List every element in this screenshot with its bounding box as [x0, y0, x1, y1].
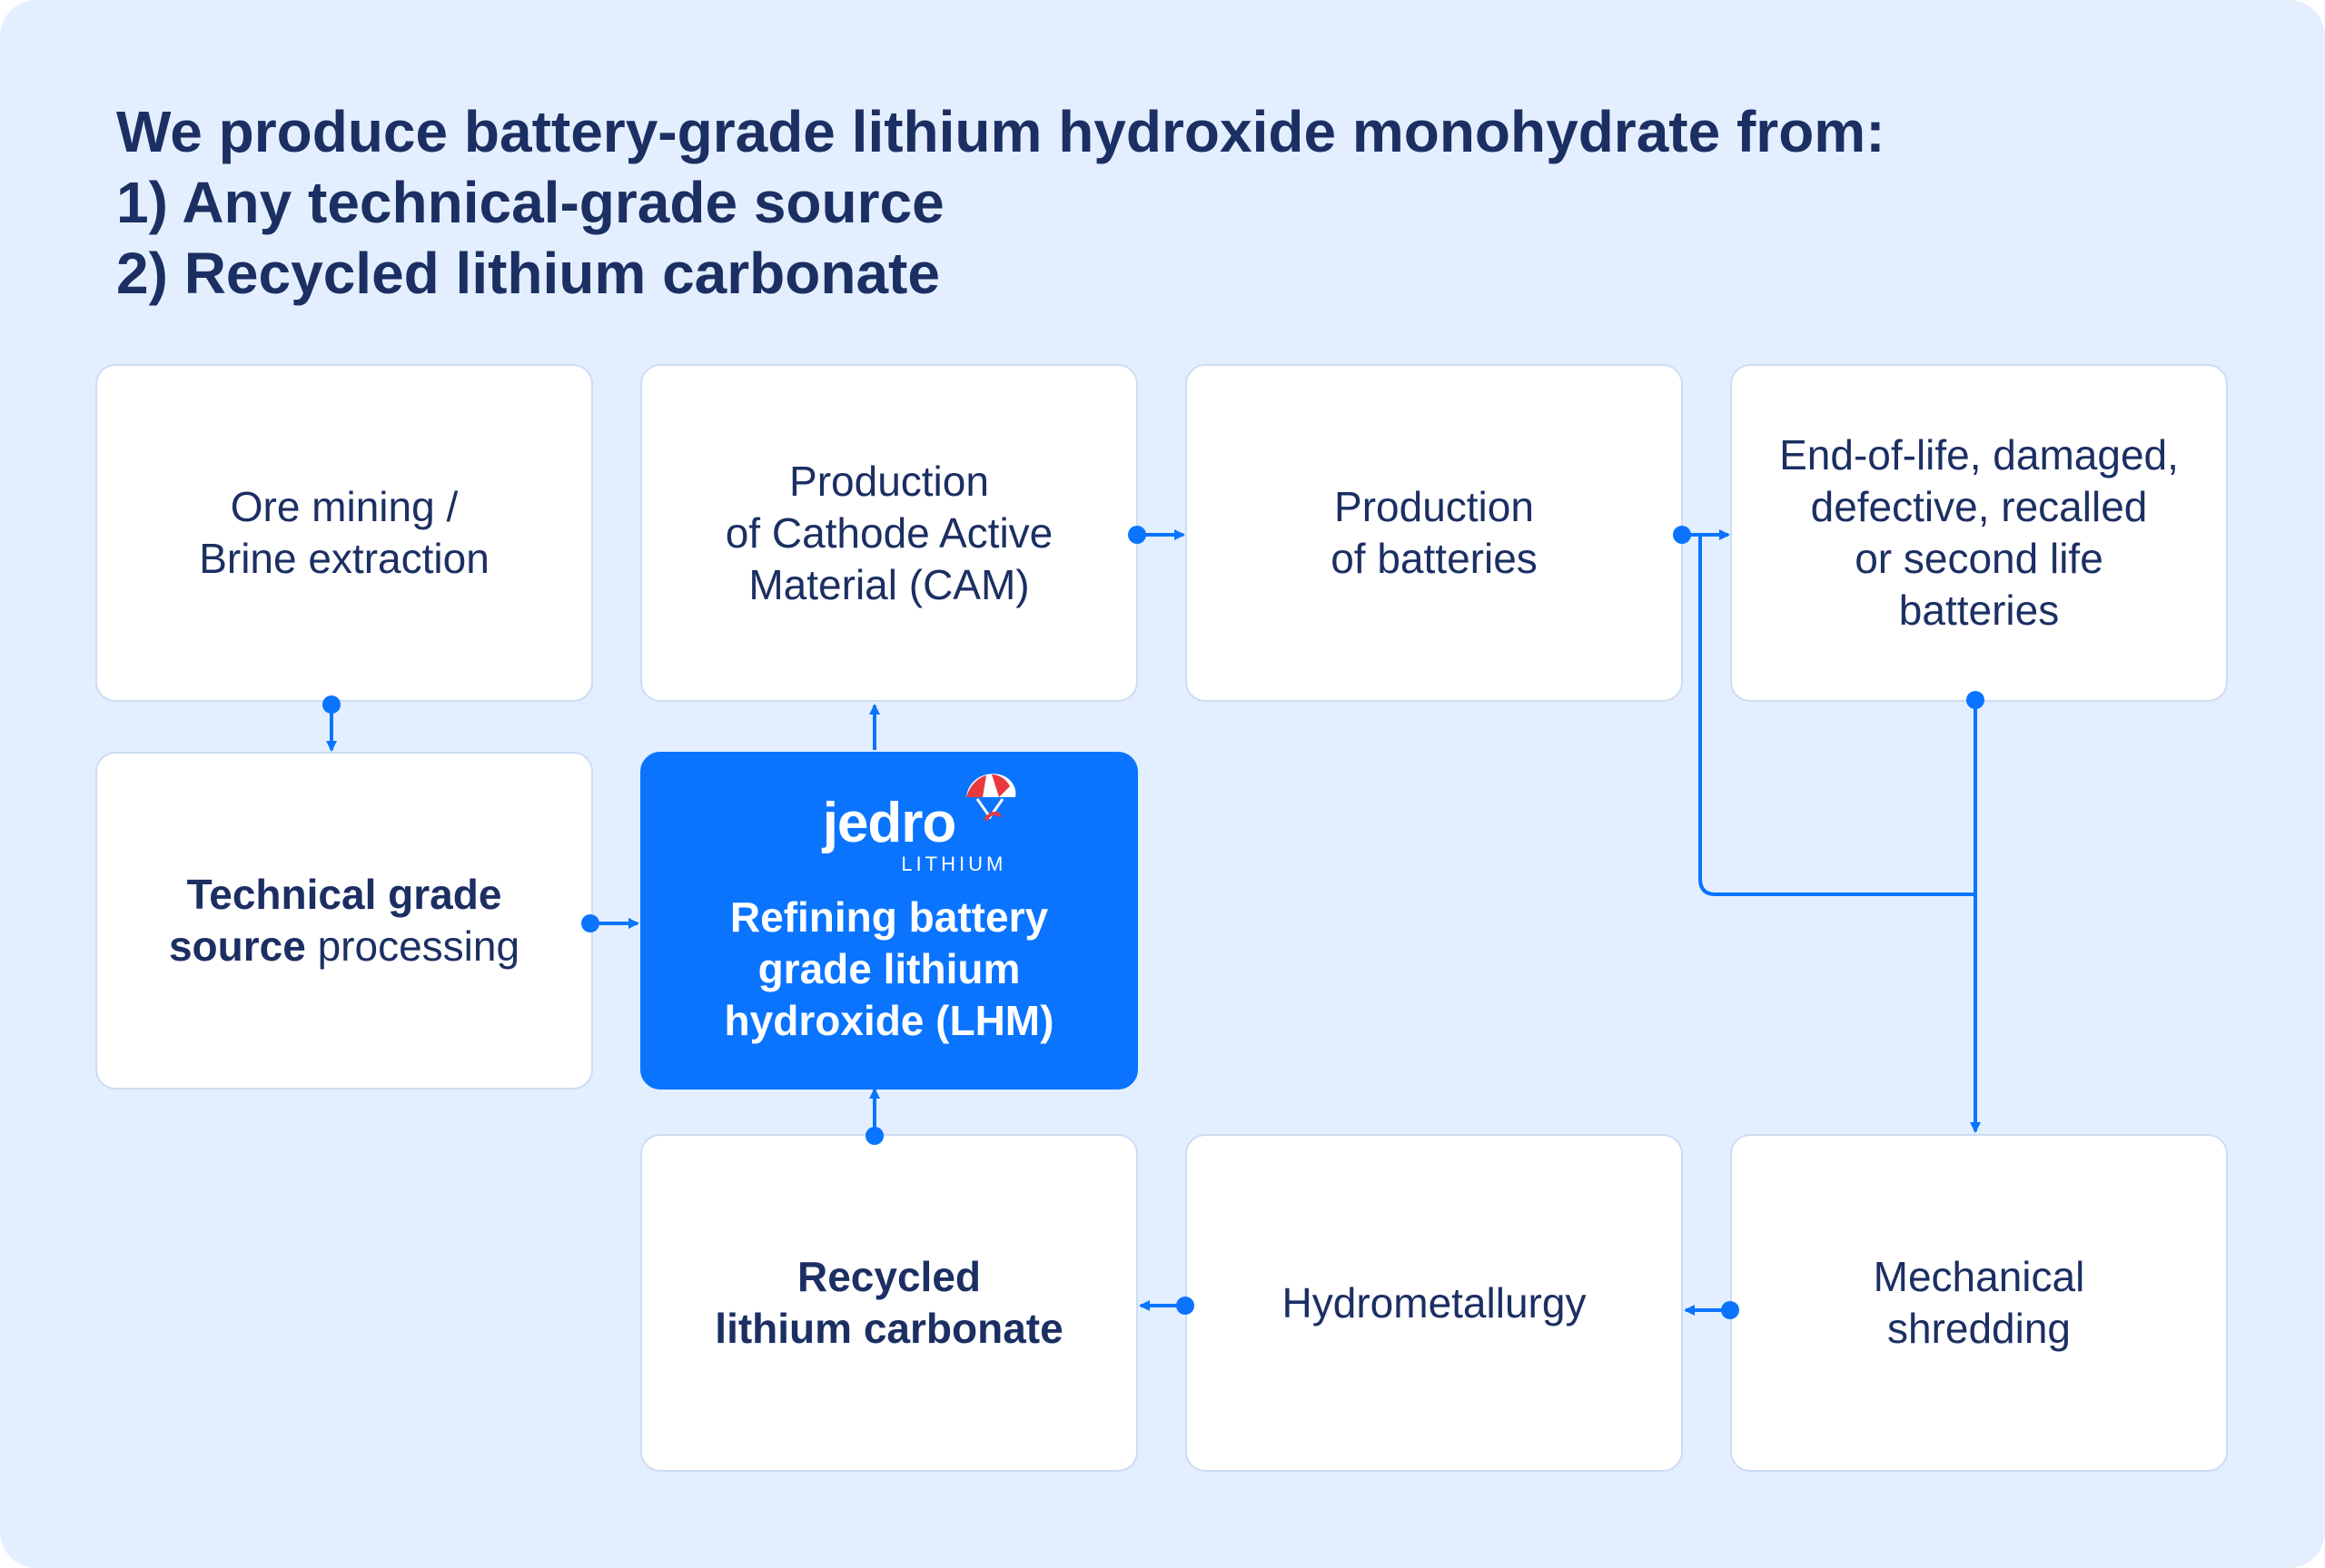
logo-subtitle: LITHIUM [901, 852, 1007, 875]
connector-dot-technical [581, 914, 599, 932]
node-technical-normal-2: processing [305, 922, 520, 970]
node-eol-line-1: End-of-life, damaged, [1779, 431, 2179, 478]
connector-dot-eol [1966, 691, 1984, 709]
connector-dot-ore [322, 695, 341, 714]
node-refining-line-3: hydroxide (LHM) [724, 996, 1054, 1044]
parachute-logo-icon [966, 773, 1016, 821]
connector-dot-batteries [1673, 526, 1691, 544]
node-cam-line-3: Material (CAM) [748, 560, 1030, 608]
connector-dot-hydrometallurgy [1176, 1297, 1194, 1315]
node-hydrometallurgy: Hydrometallurgy [1185, 1134, 1683, 1472]
title-line-1: We produce battery-grade lithium hydroxi… [116, 99, 1885, 164]
node-batteries-line-1: Production [1334, 483, 1534, 530]
node-mechanical-shredding: Mechanical shredding [1730, 1134, 2228, 1472]
node-ore-mining: Ore mining / Brine extraction [95, 364, 593, 702]
node-technical-bold-1: Technical grade [186, 871, 502, 918]
connector-dot-shredding [1721, 1301, 1739, 1319]
title-line-3: 2) Recycled lithium carbonate [116, 241, 940, 306]
node-technical-bold-2: source [168, 922, 306, 970]
node-eol-line-4: batteries [1898, 587, 2060, 634]
title-line-2: 1) Any technical-grade source [116, 170, 945, 235]
logo-wordmark: jedro [822, 791, 957, 854]
node-cam-line-1: Production [789, 457, 989, 505]
node-refining-line-1: Refining battery [729, 892, 1049, 941]
node-eol-line-2: defective, recalled [1810, 483, 2148, 530]
page-title: We produce battery-grade lithium hydroxi… [116, 96, 1885, 309]
connector-batteries-to-shredding-branch [1698, 535, 1975, 896]
node-battery-production: Production of batteries [1185, 364, 1683, 702]
node-batteries-line-2: of batteries [1331, 535, 1538, 582]
node-eol-line-3: or second life [1855, 535, 2103, 582]
node-ore-mining-line-1: Ore mining / [230, 483, 459, 530]
node-refining-line-2: grade lithium [757, 944, 1021, 992]
node-hydro-line-1: Hydrometallurgy [1281, 1278, 1587, 1326]
jedro-lithium-logo: jedro LITHIUM [822, 773, 1016, 875]
node-recycled-line-1: Recycled [796, 1253, 981, 1300]
node-ore-mining-line-2: Brine extraction [199, 535, 490, 582]
node-technical-grade-processing: Technical grade source processing [95, 752, 593, 1090]
connector-dot-recycled [866, 1127, 884, 1145]
node-shredding-line-1: Mechanical [1873, 1253, 2085, 1300]
node-shredding-line-2: shredding [1886, 1305, 2072, 1352]
connector-dot-cam [1128, 526, 1146, 544]
node-cam-line-2: of Cathode Active [725, 508, 1054, 557]
node-refining-lhm: jedro LITHIUM Refining battery grade lit… [640, 752, 1138, 1090]
node-recycled-line-2: lithium carbonate [715, 1305, 1064, 1352]
node-recycled-lithium-carbonate: Recycled lithium carbonate [640, 1134, 1138, 1472]
